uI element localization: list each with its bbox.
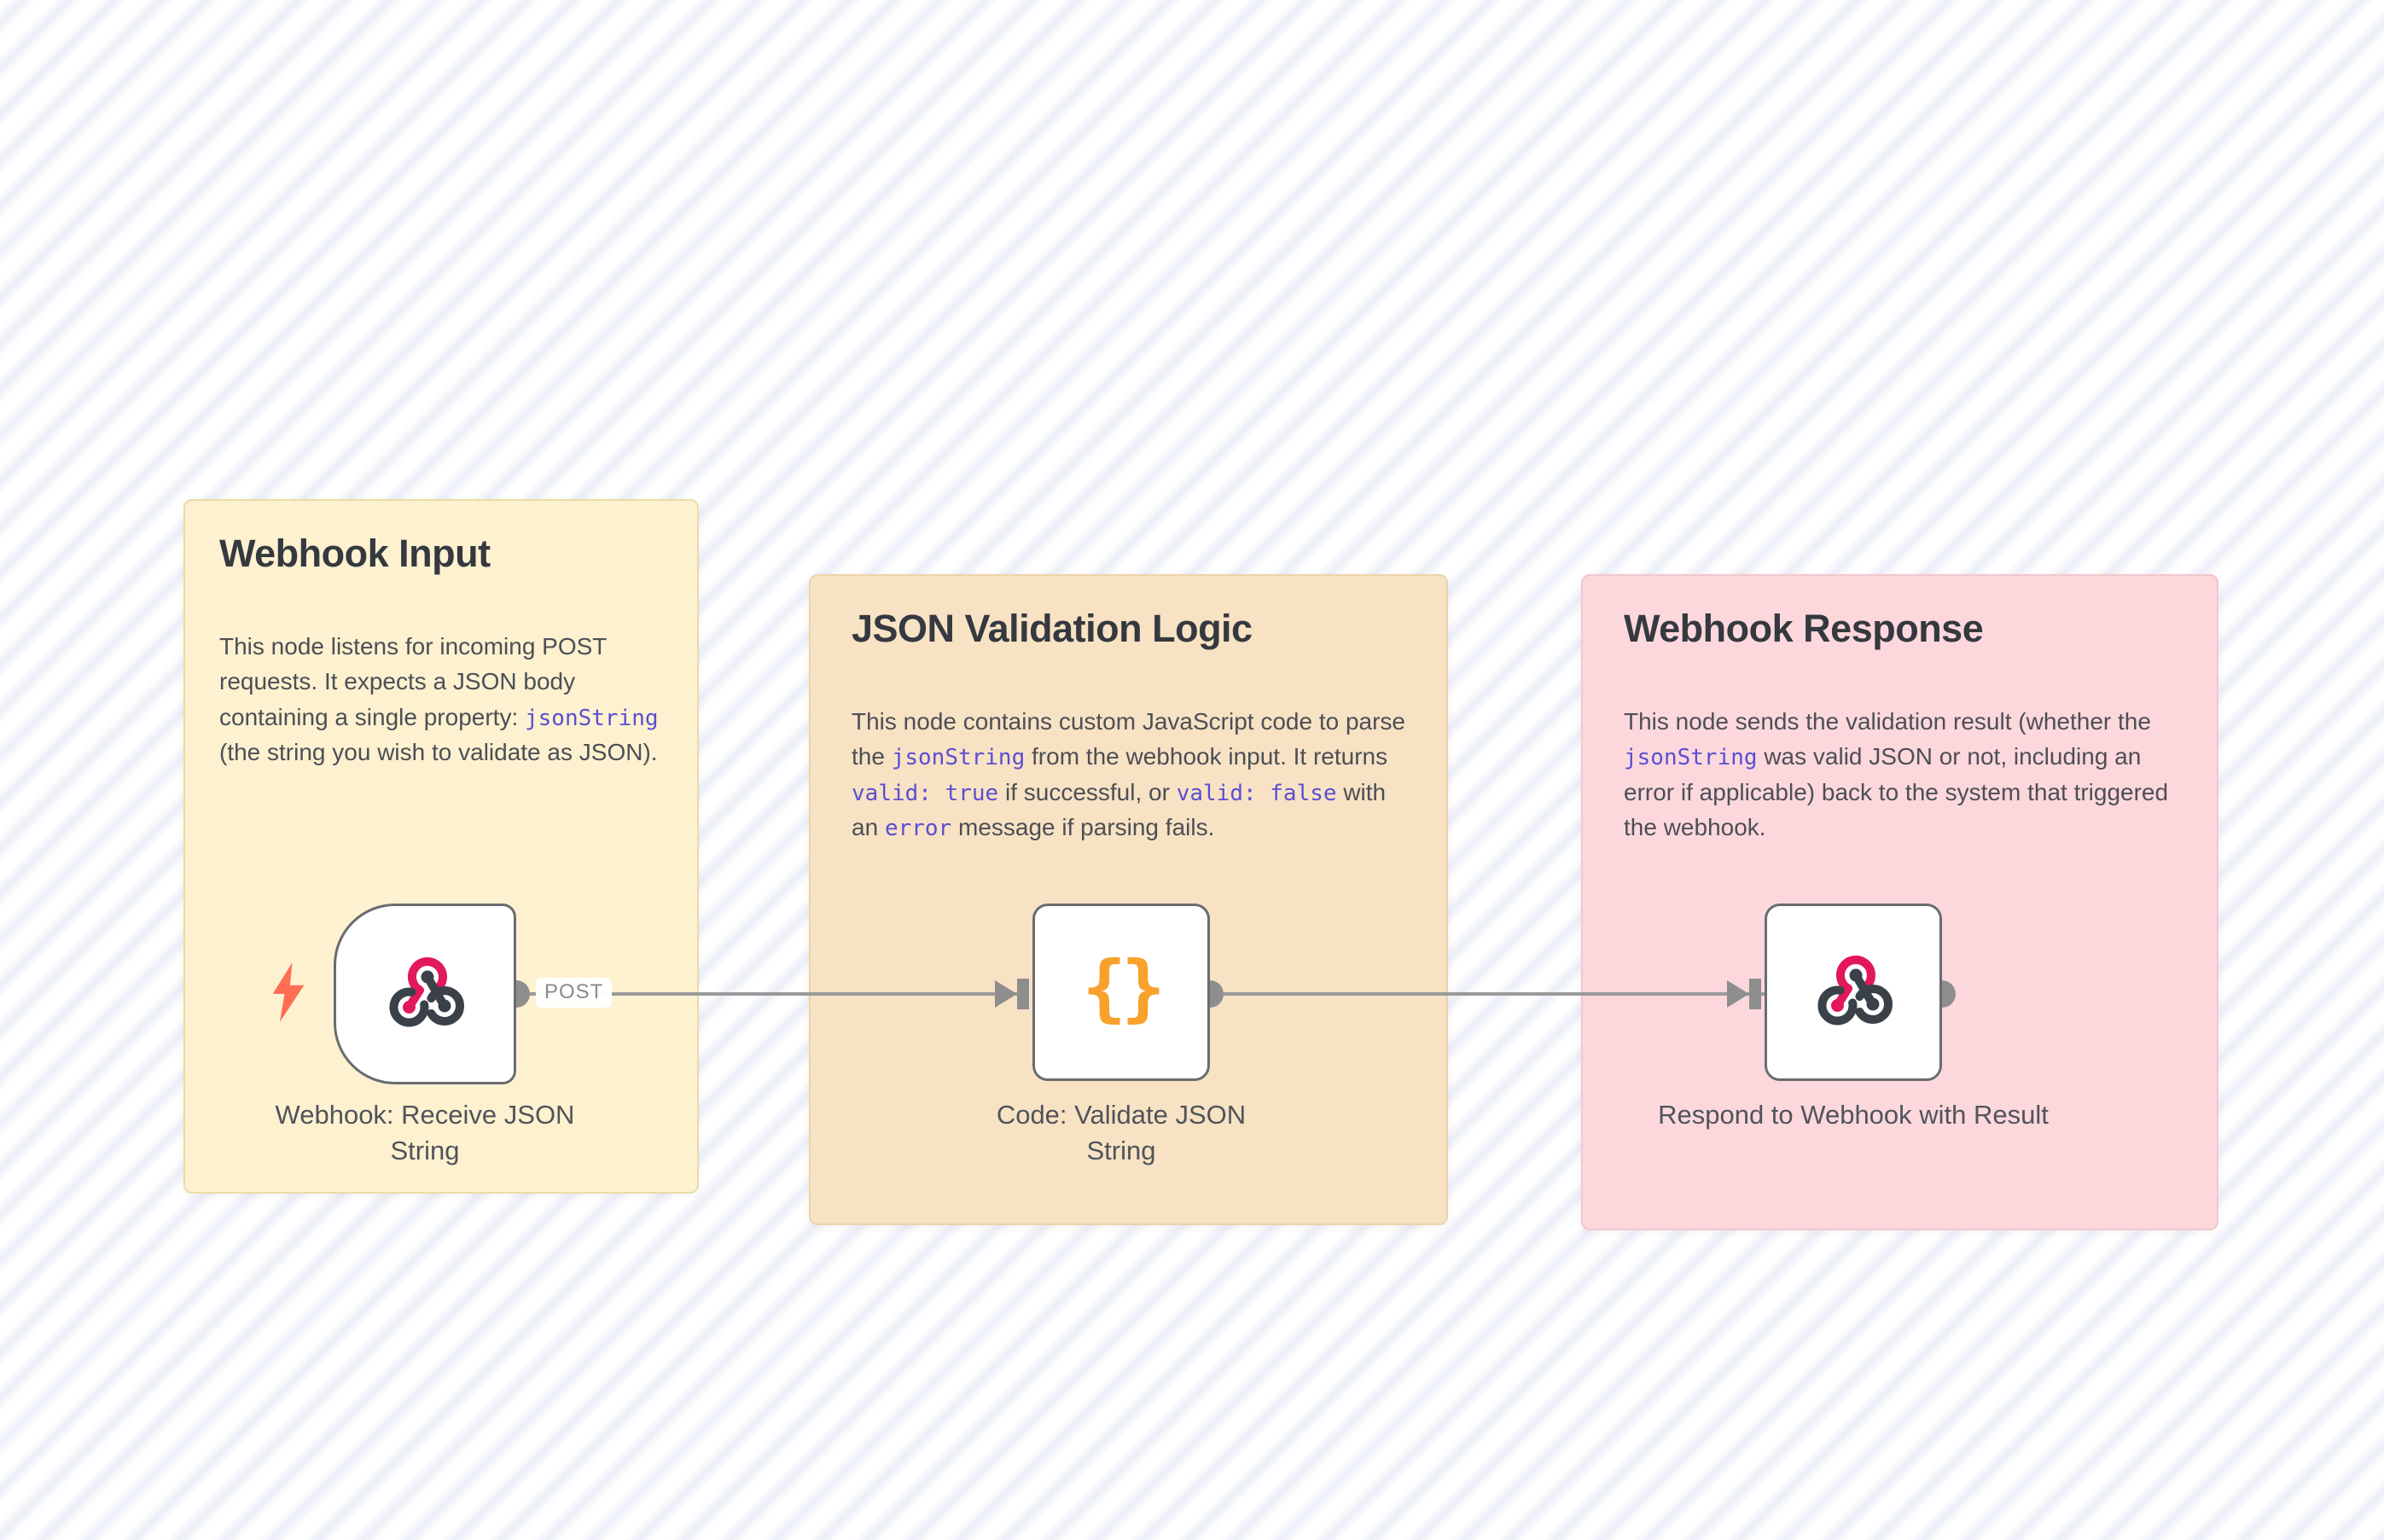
sticky-note-body: This node sends the validation result (w… [1624,708,2169,841]
webhook-icon [1817,956,1893,1026]
sticky-note-title: JSON Validation Logic [852,607,1253,650]
sticky-note-webhook-response[interactable]: Webhook Response This node sends the val… [1581,574,2218,1230]
node-code[interactable]: {} [1032,904,1210,1081]
input-bar [1749,979,1761,1009]
node-respond-to-webhook[interactable] [1765,904,1942,1081]
sticky-note-webhook-input[interactable]: Webhook Input This node listens for inco… [183,499,699,1194]
input-arrow-icon [995,980,1017,1008]
sticky-note-title: Webhook Input [219,532,491,575]
sticky-note-json-validation-logic[interactable]: JSON Validation Logic This node contains… [809,574,1448,1225]
node-label-code: Code: Validate JSON String [996,1100,1247,1165]
code-braces-icon: {} [1082,945,1166,1031]
output-method-badge: POST [536,978,613,1008]
connector-code-to-respond [1210,992,1765,996]
node-label-respond: Respond to Webhook with Result [1658,1100,2049,1130]
sticky-note-body: This node contains custom JavaScript cod… [852,708,1406,842]
input-bar [1017,979,1029,1009]
node-label-webhook: Webhook: Receive JSON String [275,1100,575,1165]
trigger-bolt-icon [272,962,305,1022]
sticky-note-body: This node listens for incoming POST requ… [219,633,659,766]
connector-webhook-to-code [516,992,1028,996]
sticky-note-title: Webhook Response [1624,607,1984,650]
input-arrow-icon [1727,980,1749,1008]
node-webhook-trigger[interactable] [334,904,516,1084]
webhook-icon [389,957,464,1027]
